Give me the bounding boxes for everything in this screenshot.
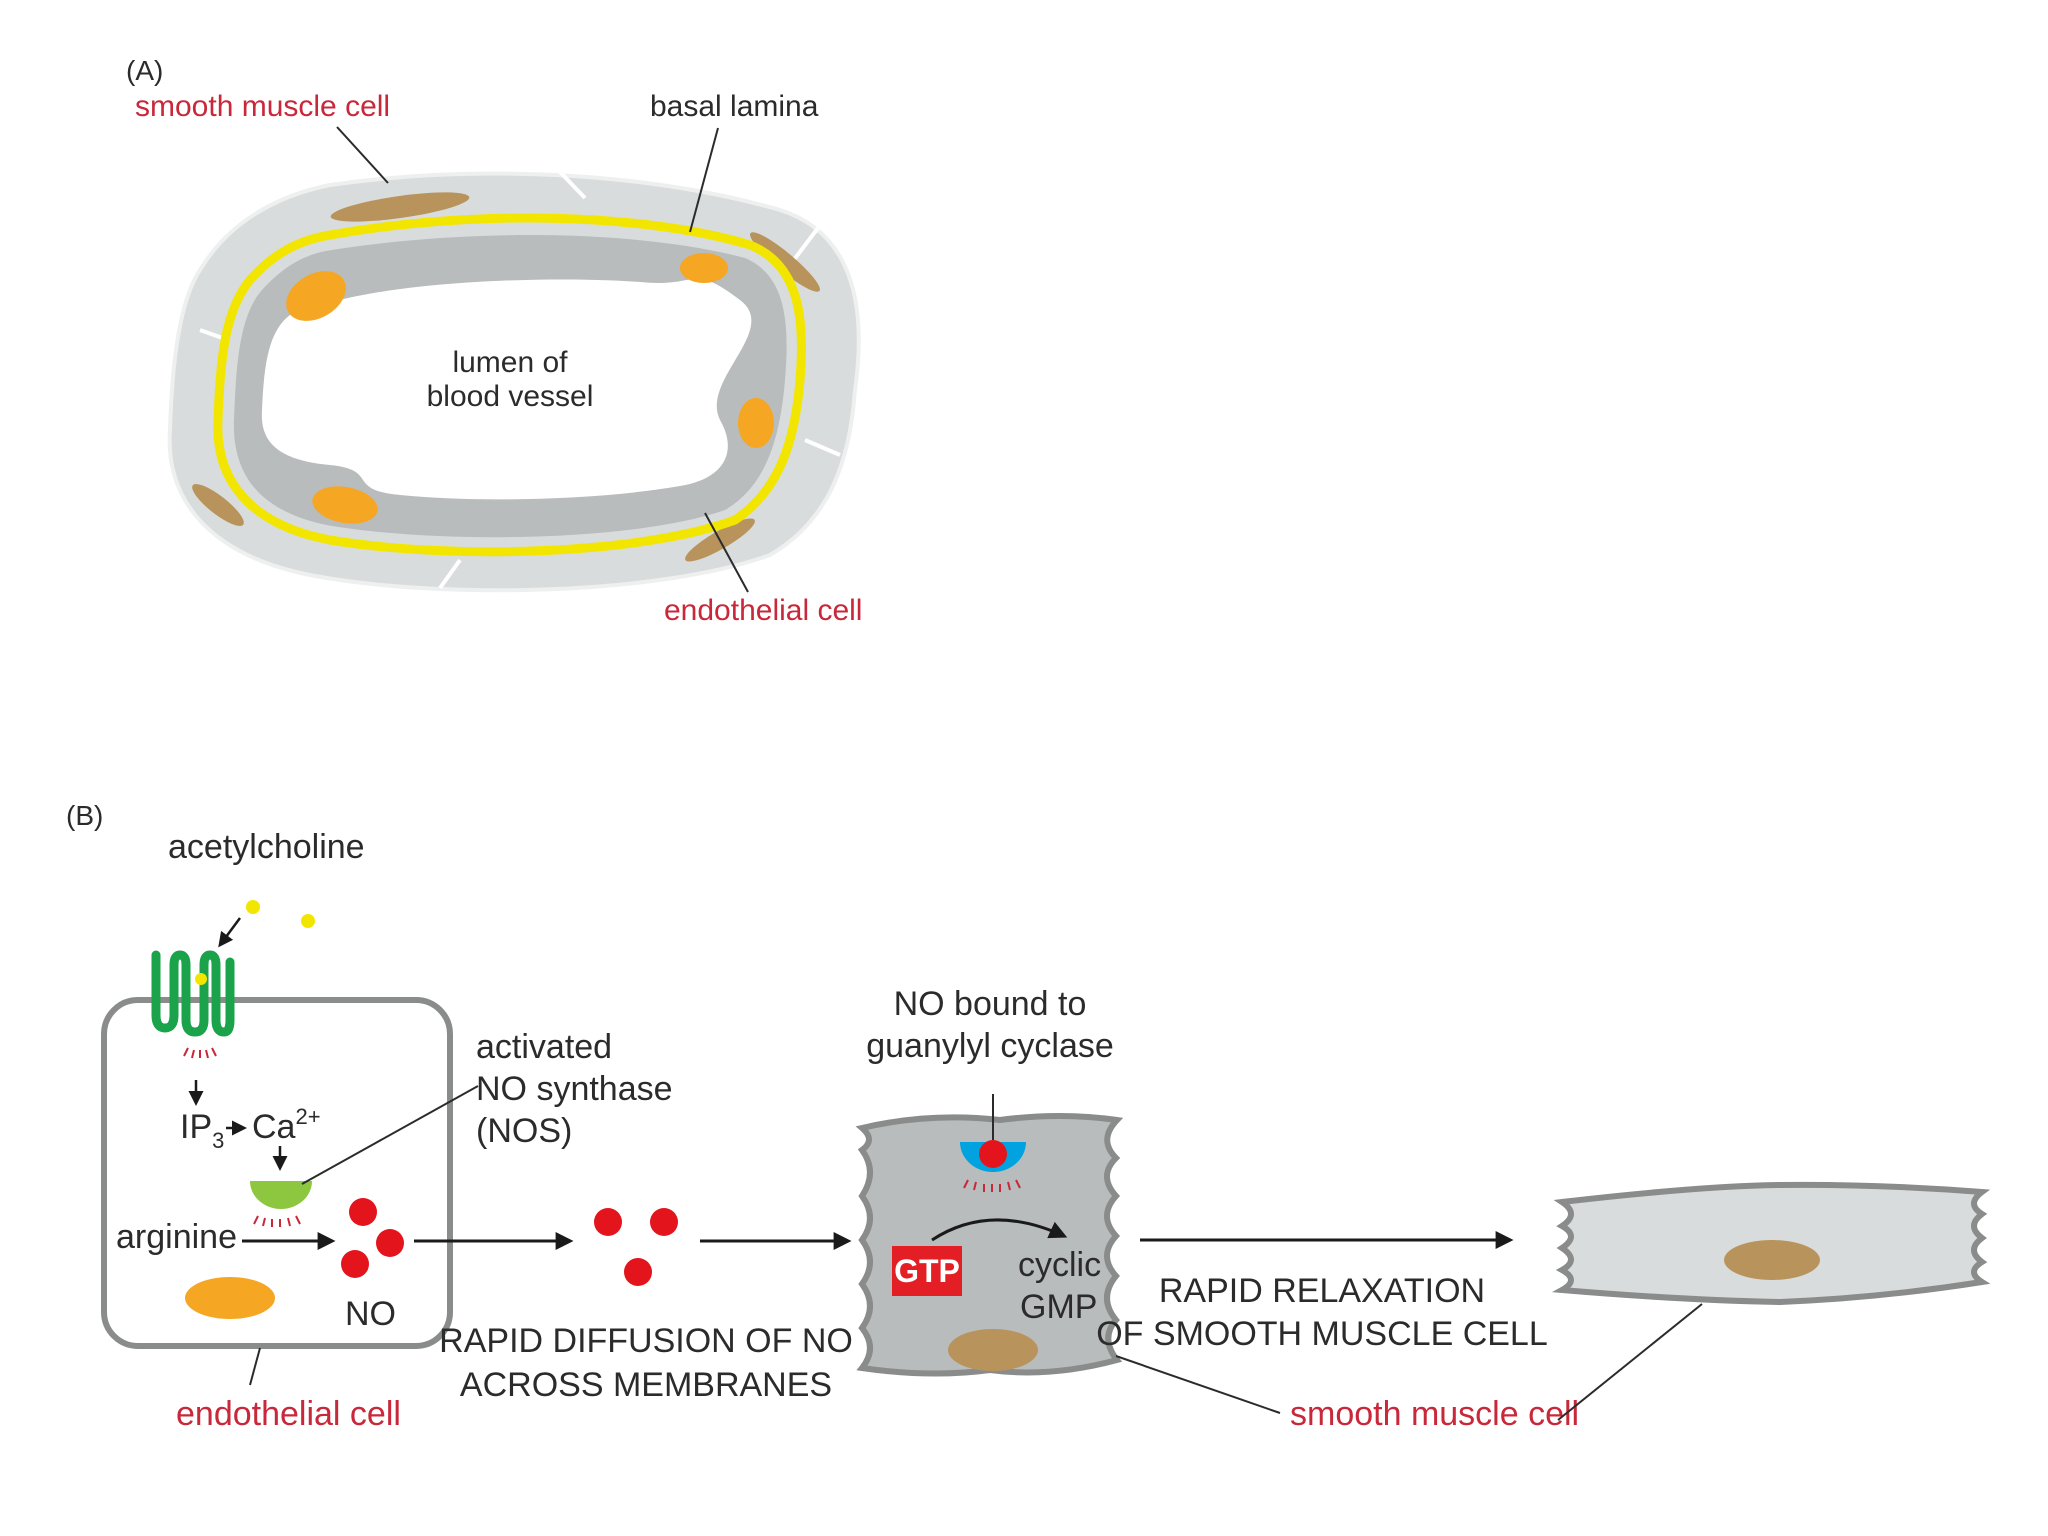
acetylcholine-molecule: [246, 900, 260, 914]
label-ip3: IP3: [180, 1108, 224, 1153]
label-endothelial-cell-a: endothelial cell: [664, 594, 862, 627]
label-bound-line1: NO bound to: [894, 985, 1087, 1023]
label-smooth-muscle-cell-b: smooth muscle cell: [1290, 1395, 1579, 1433]
endothelial-nucleus: [738, 398, 774, 448]
label-lumen-line2: blood vessel: [427, 380, 594, 413]
no-molecule: [341, 1250, 369, 1278]
label-relax-line1: RAPID RELAXATION: [1159, 1272, 1485, 1310]
nos-icon: [250, 1181, 312, 1227]
label-bound-line2: guanylyl cyclase: [866, 1027, 1114, 1065]
label-nos-line3: (NOS): [476, 1112, 572, 1150]
endothelial-cell: [101, 997, 453, 1349]
no-molecule: [650, 1208, 678, 1236]
leader-line: [704, 512, 749, 593]
panel-b-tag: (B): [66, 800, 103, 831]
label-smooth-muscle-cell: smooth muscle cell: [135, 90, 390, 123]
leader-line: [689, 127, 719, 233]
leader-line: [249, 1347, 261, 1386]
label-no: NO: [345, 1295, 396, 1333]
smooth-muscle-cell-contracted: [855, 1113, 1124, 1377]
label-lumen-line1: lumen of: [452, 346, 568, 379]
no-molecule: [624, 1258, 652, 1286]
muscle-cell-boundary: [438, 558, 462, 590]
no-molecule: [376, 1229, 404, 1257]
panel-b: (B) acetylcholine IP3 Ca2+ activated NO …: [66, 800, 1991, 1433]
panel-a-tag: (A): [126, 55, 163, 86]
muscle-nucleus: [192, 484, 244, 526]
label-relax-line2: OF SMOOTH MUSCLE CELL: [1096, 1315, 1548, 1353]
muscle-cell-boundary: [558, 170, 587, 200]
label-ca: Ca2+: [252, 1104, 321, 1146]
label-diffusion-line1: RAPID DIFFUSION OF NO: [439, 1322, 853, 1360]
leader-line: [1115, 1355, 1281, 1414]
arrow: [931, 1218, 1068, 1242]
no-molecule: [594, 1208, 622, 1236]
endothelial-nucleus: [185, 1277, 275, 1319]
arrow: [218, 917, 242, 948]
endothelial-nucleus: [312, 486, 378, 524]
label-cgmp-line2: GMP: [1020, 1288, 1097, 1326]
muscle-nucleus: [1724, 1240, 1820, 1280]
muscle-nucleus: [750, 232, 820, 292]
receptor-icon: [151, 950, 235, 1059]
muscle-nucleus: [948, 1329, 1038, 1371]
lumen: [261, 278, 752, 500]
label-diffusion-line2: ACROSS MEMBRANES: [460, 1366, 832, 1404]
basal-lamina: [213, 213, 806, 557]
leader-line: [1557, 1303, 1703, 1421]
endothelial-nucleus: [286, 271, 346, 321]
guanylyl-cyclase-icon: [960, 1140, 1026, 1192]
muscle-nucleus: [330, 192, 470, 222]
label-gtp: GTP: [894, 1253, 960, 1289]
label-endothelial-cell-b: endothelial cell: [176, 1395, 401, 1433]
endothelial-nucleus: [680, 253, 728, 283]
label-basal-lamina: basal lamina: [650, 90, 819, 123]
label-arginine: arginine: [116, 1218, 237, 1256]
muscle-cell-boundary: [804, 438, 841, 457]
label-nos-line1: activated: [476, 1028, 612, 1066]
leader-line: [301, 1085, 479, 1185]
label-cgmp-line1: cyclic: [1018, 1246, 1101, 1284]
no-molecule: [349, 1198, 377, 1226]
leader-line: [336, 126, 389, 184]
label-nos-line2: NO synthase: [476, 1070, 673, 1108]
gtp-box: [892, 1246, 962, 1296]
label-acetylcholine: acetylcholine: [168, 828, 365, 866]
panel-a: (A) smooth muscle cell basal lamina lume…: [126, 55, 862, 627]
acetylcholine-molecule: [301, 914, 315, 928]
